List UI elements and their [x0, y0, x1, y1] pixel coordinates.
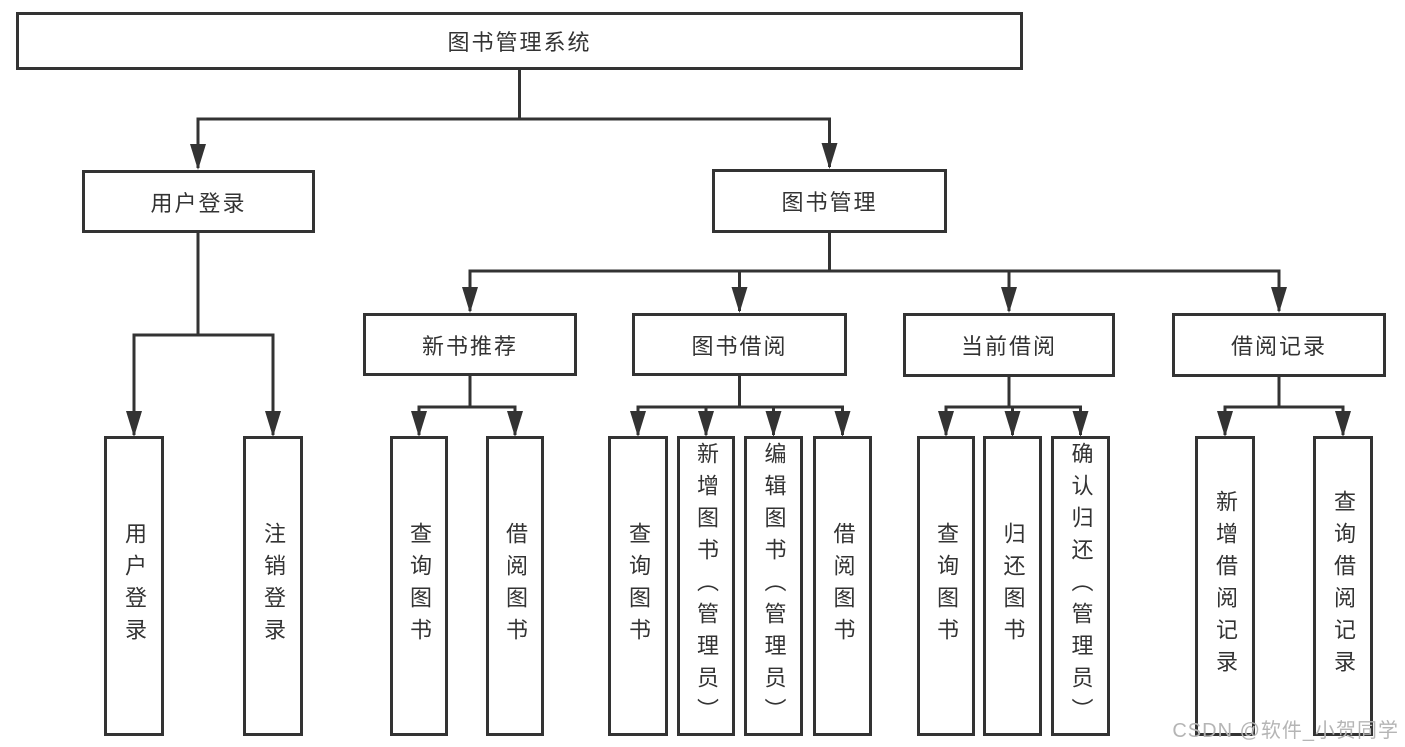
leaf-user-login: 用户登录: [104, 436, 164, 736]
edge-level3-branch: [468, 269, 1281, 311]
leaf-confirm-return-admin: 确认归还（管理员）: [1051, 436, 1110, 736]
leaf-query-book-current-label: 查询图书: [934, 522, 959, 650]
leaf-add-book-admin-label: 新增图书（管理员）: [694, 442, 719, 730]
edge-level2-branch: [196, 117, 831, 168]
node-root: 图书管理系统: [16, 12, 1023, 70]
leaf-query-borrow-record-label: 查询借阅记录: [1331, 490, 1356, 682]
leaf-logout-label: 注销登录: [261, 522, 286, 650]
csdn-watermark: CSDN @软件_小贺同学: [1172, 720, 1399, 742]
node-borrow-record: 借阅记录: [1172, 313, 1386, 377]
leaf-query-book-newrec-label: 查询图书: [407, 522, 432, 650]
node-new-book-recommend: 新书推荐: [363, 313, 577, 376]
leaf-edit-book-admin-label: 编辑图书（管理员）: [761, 442, 787, 730]
arrowheads: [126, 143, 1351, 437]
leaf-add-borrow-record: 新增借阅记录: [1195, 436, 1255, 736]
edge-newbook-branch: [417, 405, 517, 435]
leaf-borrow-book-label: 借阅图书: [830, 522, 856, 650]
node-book-borrow: 图书借阅: [632, 313, 847, 376]
node-current-borrow: 当前借阅: [903, 313, 1115, 377]
node-user-login: 用户登录: [82, 170, 315, 233]
edge-userlogin-branch: [132, 333, 275, 435]
leaf-borrow-book: 借阅图书: [813, 436, 872, 736]
leaf-query-book-newrec: 查询图书: [390, 436, 448, 736]
leaf-query-book-borrow: 查询图书: [608, 436, 668, 736]
leaf-borrow-book-newrec: 借阅图书: [486, 436, 544, 736]
leaf-query-borrow-record: 查询借阅记录: [1313, 436, 1373, 736]
leaf-add-borrow-record-label: 新增借阅记录: [1213, 490, 1238, 682]
leaf-query-book-current: 查询图书: [917, 436, 975, 736]
node-book-management: 图书管理: [712, 169, 947, 233]
leaf-add-book-admin: 新增图书（管理员）: [677, 436, 735, 736]
leaf-logout: 注销登录: [243, 436, 303, 736]
leaf-borrow-book-newrec-label: 借阅图书: [503, 522, 528, 650]
edge-record-branch: [1223, 405, 1345, 435]
leaf-return-book: 归还图书: [983, 436, 1042, 736]
edge-borrow-branch: [636, 405, 844, 435]
leaf-user-login-label: 用户登录: [122, 522, 147, 650]
leaf-query-book-borrow-label: 查询图书: [626, 522, 651, 650]
leaf-confirm-return-admin-label: 确认归还（管理员）: [1068, 442, 1094, 730]
leaf-return-book-label: 归还图书: [1000, 522, 1026, 650]
leaf-edit-book-admin: 编辑图书（管理员）: [744, 436, 803, 736]
